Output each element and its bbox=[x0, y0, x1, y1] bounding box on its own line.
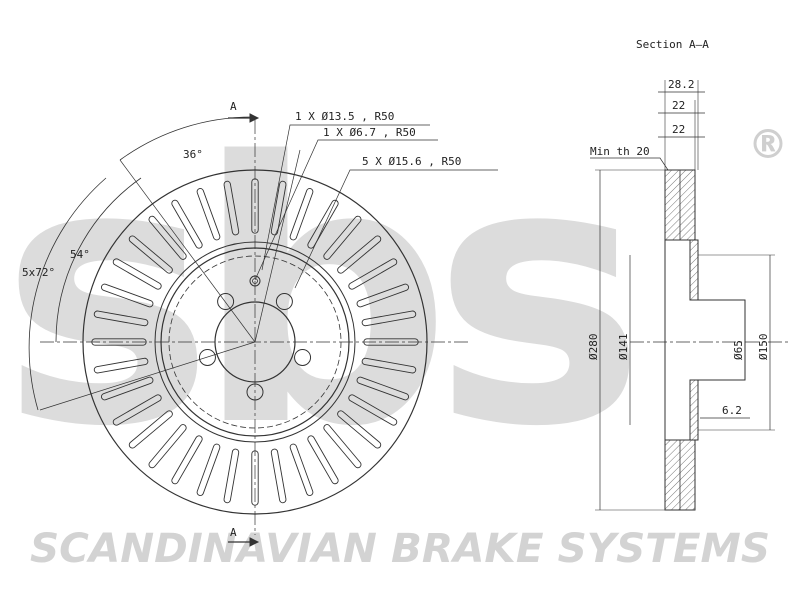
angle-line-36 bbox=[119, 159, 256, 343]
vent-slot bbox=[270, 448, 287, 504]
vent-slot bbox=[251, 178, 259, 234]
vent-slot bbox=[307, 435, 339, 485]
angle-5x72-label: 5x72° bbox=[22, 266, 55, 279]
vent-slot bbox=[356, 376, 409, 401]
vent-slot bbox=[323, 215, 362, 260]
min-thickness-label: Min th 20 bbox=[590, 145, 650, 158]
section-arrow-bottom bbox=[249, 537, 260, 547]
section-view bbox=[590, 80, 790, 511]
bolt-hole bbox=[198, 348, 216, 366]
vent-slot bbox=[356, 283, 409, 308]
vent-slot bbox=[171, 199, 203, 249]
dim-28-2: 28.2 bbox=[668, 78, 695, 91]
watermark-logo: sbs bbox=[0, 86, 634, 505]
vent-slot bbox=[361, 310, 417, 327]
vent-slot bbox=[101, 376, 154, 401]
arc-5x72 bbox=[28, 177, 107, 411]
vent-slot bbox=[337, 235, 382, 274]
hat-lower-hatch bbox=[689, 379, 699, 441]
section-arrow-top bbox=[249, 113, 260, 123]
vent-slot bbox=[196, 443, 221, 496]
angle-line-a bbox=[254, 149, 301, 343]
angle-line-bolt bbox=[39, 341, 256, 411]
vent-slot bbox=[171, 435, 203, 485]
brand-name: SCANDINAVIAN BRAKE SYSTEMS bbox=[30, 526, 770, 572]
vent-slot bbox=[93, 310, 149, 327]
angle-54-label: 54° bbox=[70, 248, 90, 261]
vent-slot bbox=[361, 357, 417, 374]
bolt-hole bbox=[294, 348, 312, 366]
section-title: Section A–A bbox=[636, 38, 709, 51]
vent-slot bbox=[289, 443, 314, 496]
vent-slot bbox=[148, 424, 187, 469]
dim-offset: 6.2 bbox=[722, 404, 742, 417]
leader-min-th bbox=[590, 157, 669, 171]
vent-slot bbox=[128, 235, 173, 274]
vent-slot bbox=[289, 188, 314, 241]
section-label-bottom: A bbox=[230, 526, 237, 539]
vent-slot bbox=[223, 448, 240, 504]
vent-slot bbox=[91, 338, 147, 346]
vent-slot bbox=[112, 394, 162, 426]
watermark: sbs ® SCANDINAVIAN BRAKE SYSTEMS bbox=[0, 86, 788, 572]
leader-13-5 bbox=[261, 124, 430, 271]
vent-slot bbox=[196, 188, 221, 241]
dim-280: Ø280 bbox=[587, 334, 600, 361]
vent-slot bbox=[337, 410, 382, 449]
dim-141: Ø141 bbox=[617, 334, 630, 361]
callout-15-6: 5 X Ø15.6 , R50 bbox=[362, 155, 461, 168]
vent-slot bbox=[128, 410, 173, 449]
vent-slot bbox=[93, 357, 149, 374]
callout-13-5: 1 X Ø13.5 , R50 bbox=[295, 110, 394, 123]
vent-slot bbox=[112, 258, 162, 290]
leader-6-7 bbox=[254, 139, 438, 281]
hat-face bbox=[698, 299, 746, 381]
vent-slot bbox=[348, 258, 398, 290]
vent-slot bbox=[148, 215, 187, 260]
bolt-hole bbox=[217, 293, 235, 311]
vent-slot bbox=[348, 394, 398, 426]
section-label-top: A bbox=[230, 100, 237, 113]
leader-15-6 bbox=[294, 169, 498, 289]
dim-22-b: 22 bbox=[672, 123, 685, 136]
registered-mark: ® bbox=[748, 122, 788, 168]
hat-upper-hatch bbox=[689, 239, 699, 301]
vent-slot bbox=[363, 338, 419, 346]
arc-54 bbox=[55, 177, 142, 343]
vent-slot bbox=[323, 424, 362, 469]
vent-slot bbox=[307, 199, 339, 249]
front-view bbox=[28, 113, 498, 547]
bolt-hole bbox=[275, 293, 293, 311]
dim-150: Ø150 bbox=[757, 334, 770, 361]
vent-slot bbox=[223, 180, 240, 236]
dim-22-a: 22 bbox=[672, 99, 685, 112]
vent-slot bbox=[251, 450, 259, 506]
cooling-vents bbox=[91, 178, 419, 506]
vent-slot bbox=[101, 283, 154, 308]
dim-65: Ø65 bbox=[732, 340, 745, 360]
callout-6-7: 1 X Ø6.7 , R50 bbox=[323, 126, 416, 139]
angle-36-label: 36° bbox=[183, 148, 203, 161]
